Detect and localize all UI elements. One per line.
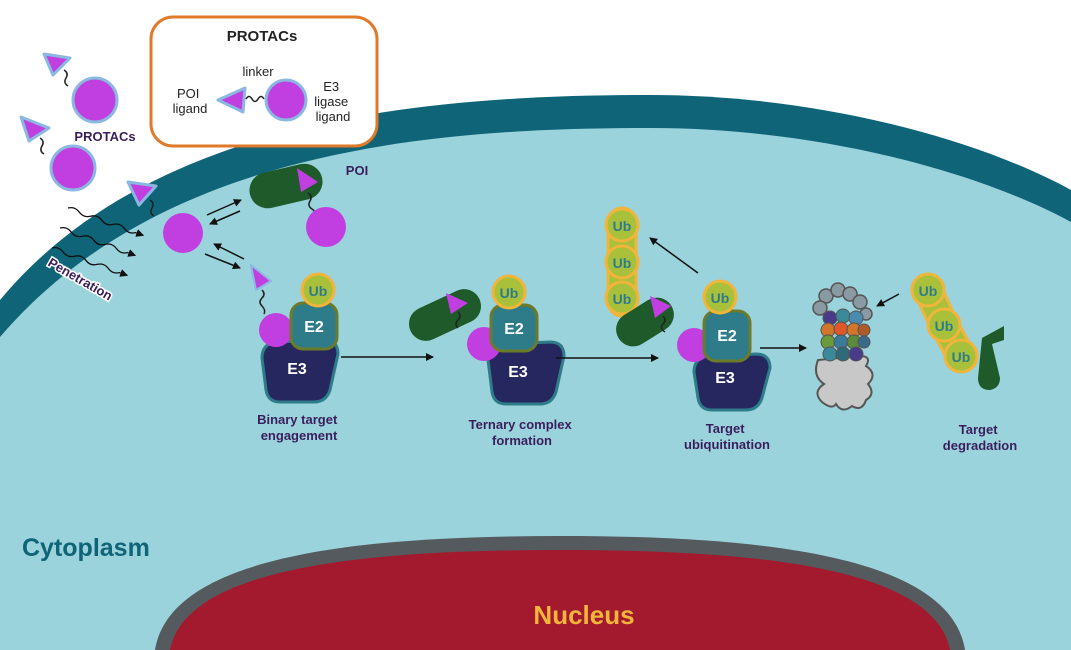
degradation-arrow [876, 293, 900, 307]
step-4-line2: degradation [943, 438, 1017, 453]
polyubiquitin-chain [604, 206, 640, 318]
legend-poi-line1: POI [177, 86, 199, 101]
equilibrium-arrows [204, 199, 245, 270]
legend-e3-line1: E3 [323, 79, 339, 94]
protac-molecule-1 [42, 52, 119, 124]
ubiquitin-shape [491, 274, 527, 310]
step-4-label: Target degradation [943, 422, 1017, 453]
ubiquitination-complex: Ub Ub Ub Ub E2 E3 [604, 206, 772, 412]
cytoplasm-label: Cytoplasm [22, 534, 150, 562]
ubiquitin-shape [702, 279, 738, 315]
step-4-line1: Target [959, 422, 998, 437]
e2-label-2: E2 [504, 321, 524, 338]
legend-e3-line3: ligand [316, 109, 351, 124]
legend-protac-icon [216, 78, 308, 122]
nucleus-label: Nucleus [533, 600, 634, 630]
ub-label-chain-1: Ub [613, 218, 632, 234]
legend-poi-line2: ligand [173, 101, 208, 116]
ubiquitin-shape [300, 272, 336, 308]
ub-label-free-3: Ub [952, 349, 971, 365]
e3-label-2: E3 [508, 364, 528, 381]
legend-e3-ligand-label: E3 ligase ligand [314, 79, 352, 124]
e2-label-3: E2 [717, 328, 737, 345]
e3-label-3: E3 [715, 370, 735, 387]
protac-legend-box [149, 15, 379, 148]
step-2-label: Ternary complex formation [469, 417, 576, 448]
degraded-poi-fragment [978, 326, 1004, 390]
e3-label-1: E3 [287, 361, 307, 378]
e2-label-1: E2 [304, 319, 324, 336]
protacs-outside-label: PROTACs [74, 129, 135, 144]
legend-e3-line2: ligase [314, 94, 348, 109]
proteasome [812, 282, 874, 411]
protac-poi-ligand [650, 296, 671, 318]
ub-label-3: Ub [711, 290, 730, 306]
protac-molecule-2 [19, 115, 97, 192]
released-ub-chain [910, 272, 979, 374]
ternary-complex: Ub E2 E3 [408, 274, 566, 406]
binary-complex: Ub E2 E3 [250, 264, 340, 404]
ub-label-chain-3: Ub [613, 291, 632, 307]
step-3-label: Target ubiquitination [684, 421, 770, 452]
legend-poi-ligand-label: POI ligand [173, 86, 208, 116]
protac-e3-ligand [259, 313, 293, 347]
ub-release-arrow [649, 237, 699, 274]
step-1-line1: Binary target [257, 412, 338, 427]
poi-bound-protac [249, 163, 346, 247]
ub-label-1: Ub [309, 283, 328, 299]
protac-poi-ligand [250, 264, 272, 291]
protac-intracellular [126, 180, 203, 253]
step-2-line2: formation [492, 433, 552, 448]
step-1-line2: engagement [261, 428, 338, 443]
step-3-line1: Target [706, 421, 745, 436]
penetration-arrows [51, 206, 145, 277]
nucleus [170, 550, 950, 650]
legend-title: PROTACs [227, 28, 298, 45]
legend-linker-label: linker [242, 64, 274, 79]
protac-poi-ligand [446, 293, 468, 314]
step-3-line2: ubiquitination [684, 437, 770, 452]
ub-label-chain-2: Ub [613, 255, 632, 271]
step-1-label: Binary target engagement [257, 412, 341, 443]
ub-label-free-1: Ub [919, 283, 938, 299]
ub-label-free-2: Ub [935, 318, 954, 334]
ub-label-2: Ub [500, 285, 519, 301]
step-2-line1: Ternary complex [469, 417, 573, 432]
poi-label: POI [346, 163, 368, 178]
